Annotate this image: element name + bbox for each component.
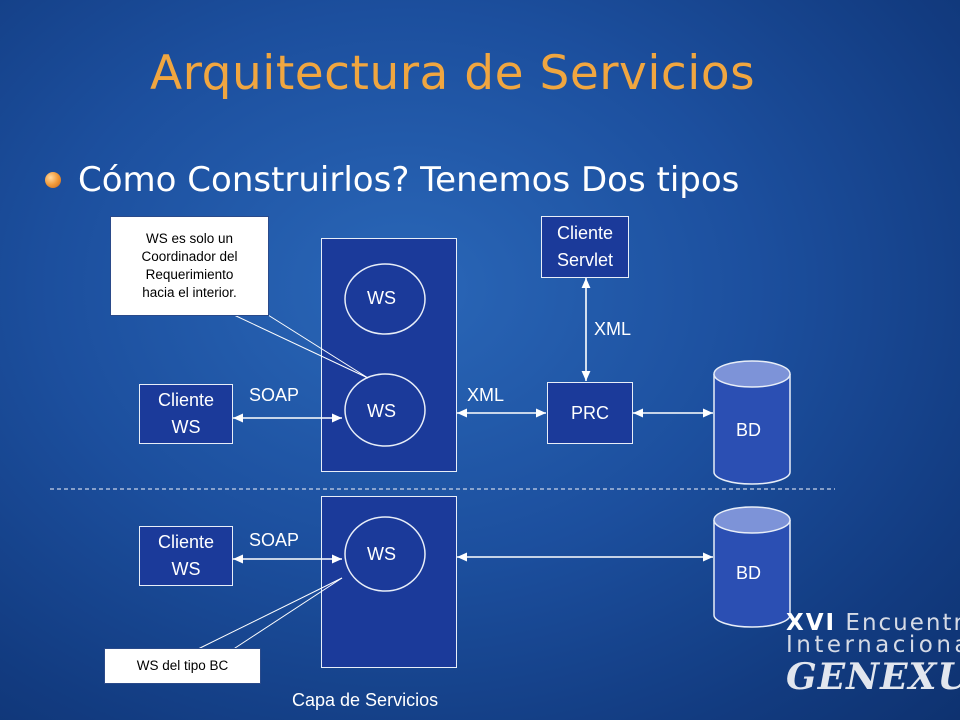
logo-brand: GENEXUS [786,656,960,698]
prc-box: PRC [547,382,633,444]
callout-pointer-bottom-2 [231,577,343,651]
cliente-ws-bottom-line1: Cliente [157,532,215,552]
callout-coordinator-line4: hacia el interior. [142,285,237,300]
cliente-ws-box-bottom: Cliente WS [139,526,233,586]
slide-title: Arquitectura de Servicios [150,46,756,101]
callout-pointer-top-2 [267,314,369,379]
bd-cylinder-bottom [713,506,791,628]
callout-bc-type-text: WS del tipo BC [136,658,229,673]
callout-coordinator: WS es solo un Coordinador del Requerimie… [110,216,269,316]
bullet-text: Cómo Construirlos? Tenemos Dos tipos [78,160,740,200]
bd-bottom-label: BD [736,563,762,583]
bd-top-label: BD [736,420,762,440]
soap-label-top: SOAP [249,385,300,405]
ws-ellipse-upper [344,263,426,335]
logo-line1-rest: Encuentro [845,610,960,636]
cliente-servlet-line2: Servlet [556,250,614,270]
ws-ellipse-lower [344,373,426,447]
ws-bottom-label: WS [367,544,396,564]
ws-ellipse-bottom [344,516,426,592]
callout-pointer-top-1 [233,314,369,379]
ws-lower-label: WS [367,401,396,421]
layer-label: Capa de Servicios [292,690,439,710]
cliente-ws-box-top: Cliente WS [139,384,233,444]
callout-coordinator-line1: WS es solo un [145,231,234,246]
cliente-ws-top-line2: WS [171,417,201,437]
cliente-ws-bottom-line2: WS [171,559,201,579]
bullet-icon [45,172,61,188]
bd-cylinder-top [713,360,791,485]
prc-label: PRC [570,402,609,423]
logo-line1: XVI Encuentro [786,610,960,636]
ws-upper-label: WS [367,288,396,308]
callout-bc-type: WS del tipo BC [104,648,261,684]
logo-numeral: XVI [786,610,837,636]
xml-label-vertical: XML [594,319,632,339]
callout-coordinator-line3: Requerimiento [145,267,234,282]
event-logo: XVI Encuentro Internacional GENEXUS [786,610,960,698]
cliente-servlet-line1: Cliente [556,223,614,243]
xml-label-horizontal: XML [467,385,505,405]
logo-line2: Internacional [786,632,960,658]
soap-label-bottom: SOAP [249,530,300,550]
callout-coordinator-line2: Coordinador del [141,249,238,264]
callout-pointer-bottom-1 [195,577,343,651]
cliente-servlet-box: Cliente Servlet [541,216,629,278]
cliente-ws-top-line1: Cliente [157,390,215,410]
